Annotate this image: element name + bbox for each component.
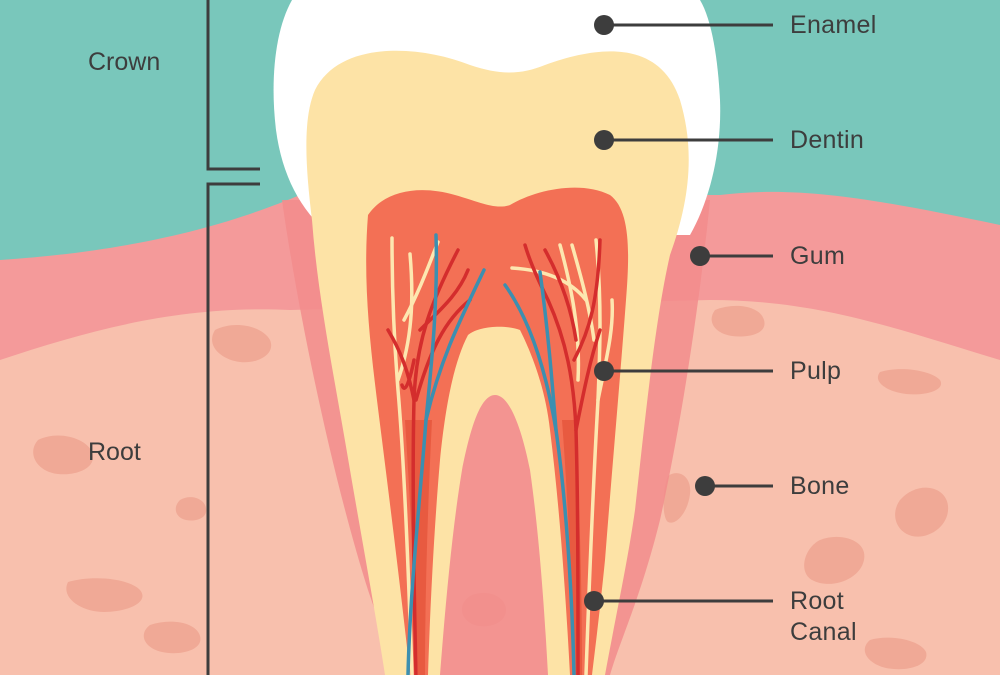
dentin-label: Dentin	[790, 126, 865, 154]
root-bracket	[206, 182, 260, 675]
root-canal-dot	[584, 591, 604, 611]
gum-label: Gum	[790, 242, 846, 270]
veins	[406, 233, 576, 675]
leader-lines	[594, 23, 773, 603]
gum-dot	[690, 246, 710, 266]
section-brackets	[206, 0, 260, 675]
pulp-dot	[594, 361, 614, 381]
bone-label: Bone	[790, 472, 850, 500]
enamel-dot	[594, 15, 614, 35]
bone-dot	[695, 476, 715, 496]
root-canal-label: Root Canal	[790, 586, 910, 648]
crown-label: Crown	[88, 48, 161, 76]
root-canal-label-line2: Canal	[790, 618, 857, 646]
root-label: Root	[88, 438, 141, 466]
nerves	[390, 236, 615, 675]
enamel-label: Enamel	[790, 11, 877, 39]
pulp-label: Pulp	[790, 357, 842, 385]
leader-dots	[584, 15, 715, 611]
root-canal-label-line1: Root	[790, 587, 845, 615]
crown-bracket	[206, 0, 260, 171]
dentin-dot	[594, 130, 614, 150]
